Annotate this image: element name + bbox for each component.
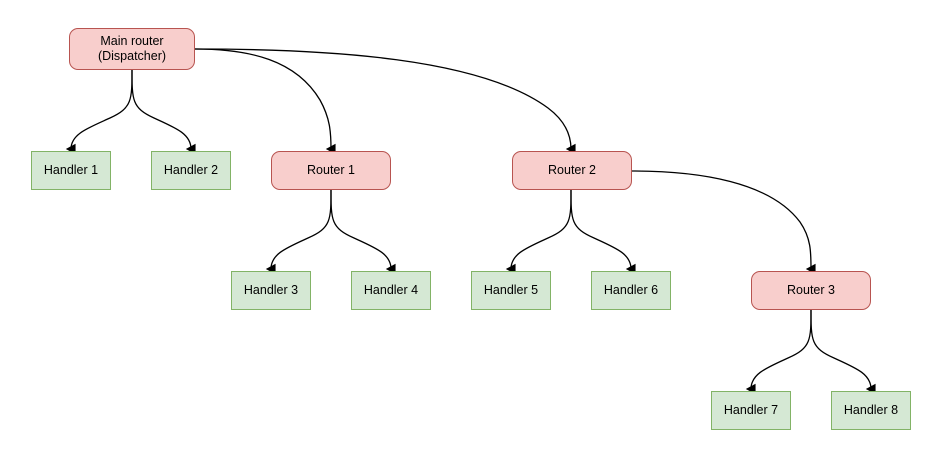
edge-router-2-to-handler-6 xyxy=(570,189,636,275)
node-label-handler-6: Handler 6 xyxy=(603,283,659,297)
edge-main-router-to-handler-2 xyxy=(131,69,196,155)
node-handler-2[interactable]: Handler 2 xyxy=(151,151,231,190)
edge-router-2-to-router-3 xyxy=(631,170,816,275)
edge-router-1-to-handler-4 xyxy=(330,189,396,275)
node-label-handler-5: Handler 5 xyxy=(483,283,539,297)
node-label-handler-1: Handler 1 xyxy=(43,163,99,177)
node-handler-5[interactable]: Handler 5 xyxy=(471,271,551,310)
node-router-2[interactable]: Router 2 xyxy=(512,151,632,190)
edge-main-router-to-router-2 xyxy=(194,48,576,155)
node-handler-1[interactable]: Handler 1 xyxy=(31,151,111,190)
node-label-handler-7: Handler 7 xyxy=(723,403,779,417)
node-label-handler-3: Handler 3 xyxy=(243,283,299,297)
node-label-handler-8: Handler 8 xyxy=(843,403,899,417)
node-router-3[interactable]: Router 3 xyxy=(751,271,871,310)
node-label-router-1: Router 1 xyxy=(307,163,355,177)
node-label-handler-2: Handler 2 xyxy=(163,163,219,177)
edges-group xyxy=(65,48,876,395)
node-label-router-3: Router 3 xyxy=(787,283,835,297)
node-handler-7[interactable]: Handler 7 xyxy=(711,391,791,430)
node-label-router-2: Router 2 xyxy=(548,163,596,177)
node-main-router[interactable]: Main router (Dispatcher) xyxy=(69,28,195,70)
edge-router-2-to-handler-5 xyxy=(505,189,572,275)
node-label-handler-4: Handler 4 xyxy=(363,283,419,297)
edge-router-3-to-handler-8 xyxy=(810,309,876,395)
node-handler-3[interactable]: Handler 3 xyxy=(231,271,311,310)
node-handler-6[interactable]: Handler 6 xyxy=(591,271,671,310)
node-handler-4[interactable]: Handler 4 xyxy=(351,271,431,310)
edge-router-3-to-handler-7 xyxy=(745,309,812,395)
node-router-1[interactable]: Router 1 xyxy=(271,151,391,190)
edge-main-router-to-router-1 xyxy=(194,48,336,155)
edge-router-1-to-handler-3 xyxy=(265,189,332,275)
node-handler-8[interactable]: Handler 8 xyxy=(831,391,911,430)
node-label-main-router: Main router (Dispatcher) xyxy=(97,34,167,63)
edge-main-router-to-handler-1 xyxy=(65,69,133,155)
